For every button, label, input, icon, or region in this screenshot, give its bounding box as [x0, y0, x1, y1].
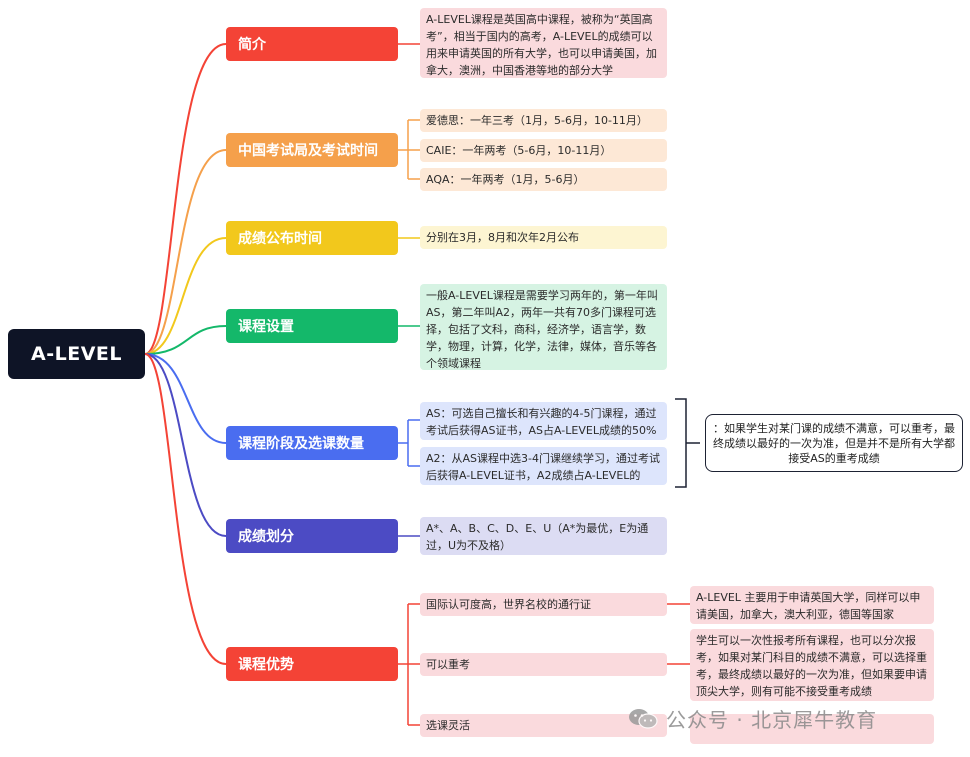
leaf-caie: CAIE：一年两考（5-6月，10-11月）	[420, 139, 667, 162]
leaf-retake: 可以重考	[420, 653, 667, 676]
detail-flexible-box	[690, 714, 934, 744]
leaf-release-dates: 分别在3月，8月和次年2月公布	[420, 226, 667, 249]
branch-curriculum[interactable]: 课程设置	[226, 309, 398, 343]
branch-grading[interactable]: 成绩划分	[226, 519, 398, 553]
branch-advantages[interactable]: 课程优势	[226, 647, 398, 681]
branch-intro[interactable]: 简介	[226, 27, 398, 61]
leaf-intro-text: A-LEVEL课程是英国高中课程，被称为“英国高考”，相当于国内的高考，A-LE…	[420, 8, 667, 78]
branch-exam-boards[interactable]: 中国考试局及考试时间	[226, 133, 398, 167]
branch-stages[interactable]: 课程阶段及选课数量	[226, 426, 398, 460]
watermark-text: 公众号 · 北京犀牛教育	[666, 708, 878, 732]
leaf-recognition: 国际认可度高，世界名校的通行证	[420, 593, 667, 616]
detail-recognition: A-LEVEL 主要用于申请英国大学，同样可以申请美国，加拿大，澳大利亚，德国等…	[690, 586, 934, 624]
retake-note: ：如果学生对某门课的成绩不满意，可以重考，最终成绩以最好的一次为准，但是并不是所…	[705, 414, 963, 472]
branch-results-release[interactable]: 成绩公布时间	[226, 221, 398, 255]
detail-retake: 学生可以一次性报考所有课程，也可以分次报考，如果对某门科目的成绩不满意，可以选择…	[690, 629, 934, 701]
watermark: 公众号 · 北京犀牛教育	[628, 704, 877, 733]
leaf-a2-stage: A2：从AS课程中选3-4门课继续学习，通过考试后获得A-LEVEL证书，A2成…	[420, 447, 667, 485]
root-node[interactable]: A-LEVEL	[8, 329, 145, 379]
leaf-flexible: 选课灵活	[420, 714, 667, 737]
leaf-aqa: AQA：一年两考（1月，5-6月）	[420, 168, 667, 191]
leaf-grades: A*、A、B、C、D、E、U（A*为最优，E为通过，U为不及格）	[420, 517, 667, 555]
leaf-curriculum-text: 一般A-LEVEL课程是需要学习两年的，第一年叫AS，第二年叫A2，两年一共有7…	[420, 284, 667, 370]
wechat-icon	[628, 708, 658, 730]
leaf-edexcel: 爱德思：一年三考（1月，5-6月，10-11月）	[420, 109, 667, 132]
leaf-as-stage: AS：可选自己擅长和有兴趣的4-5门课程，通过考试后获得AS证书，AS占A-LE…	[420, 402, 667, 440]
